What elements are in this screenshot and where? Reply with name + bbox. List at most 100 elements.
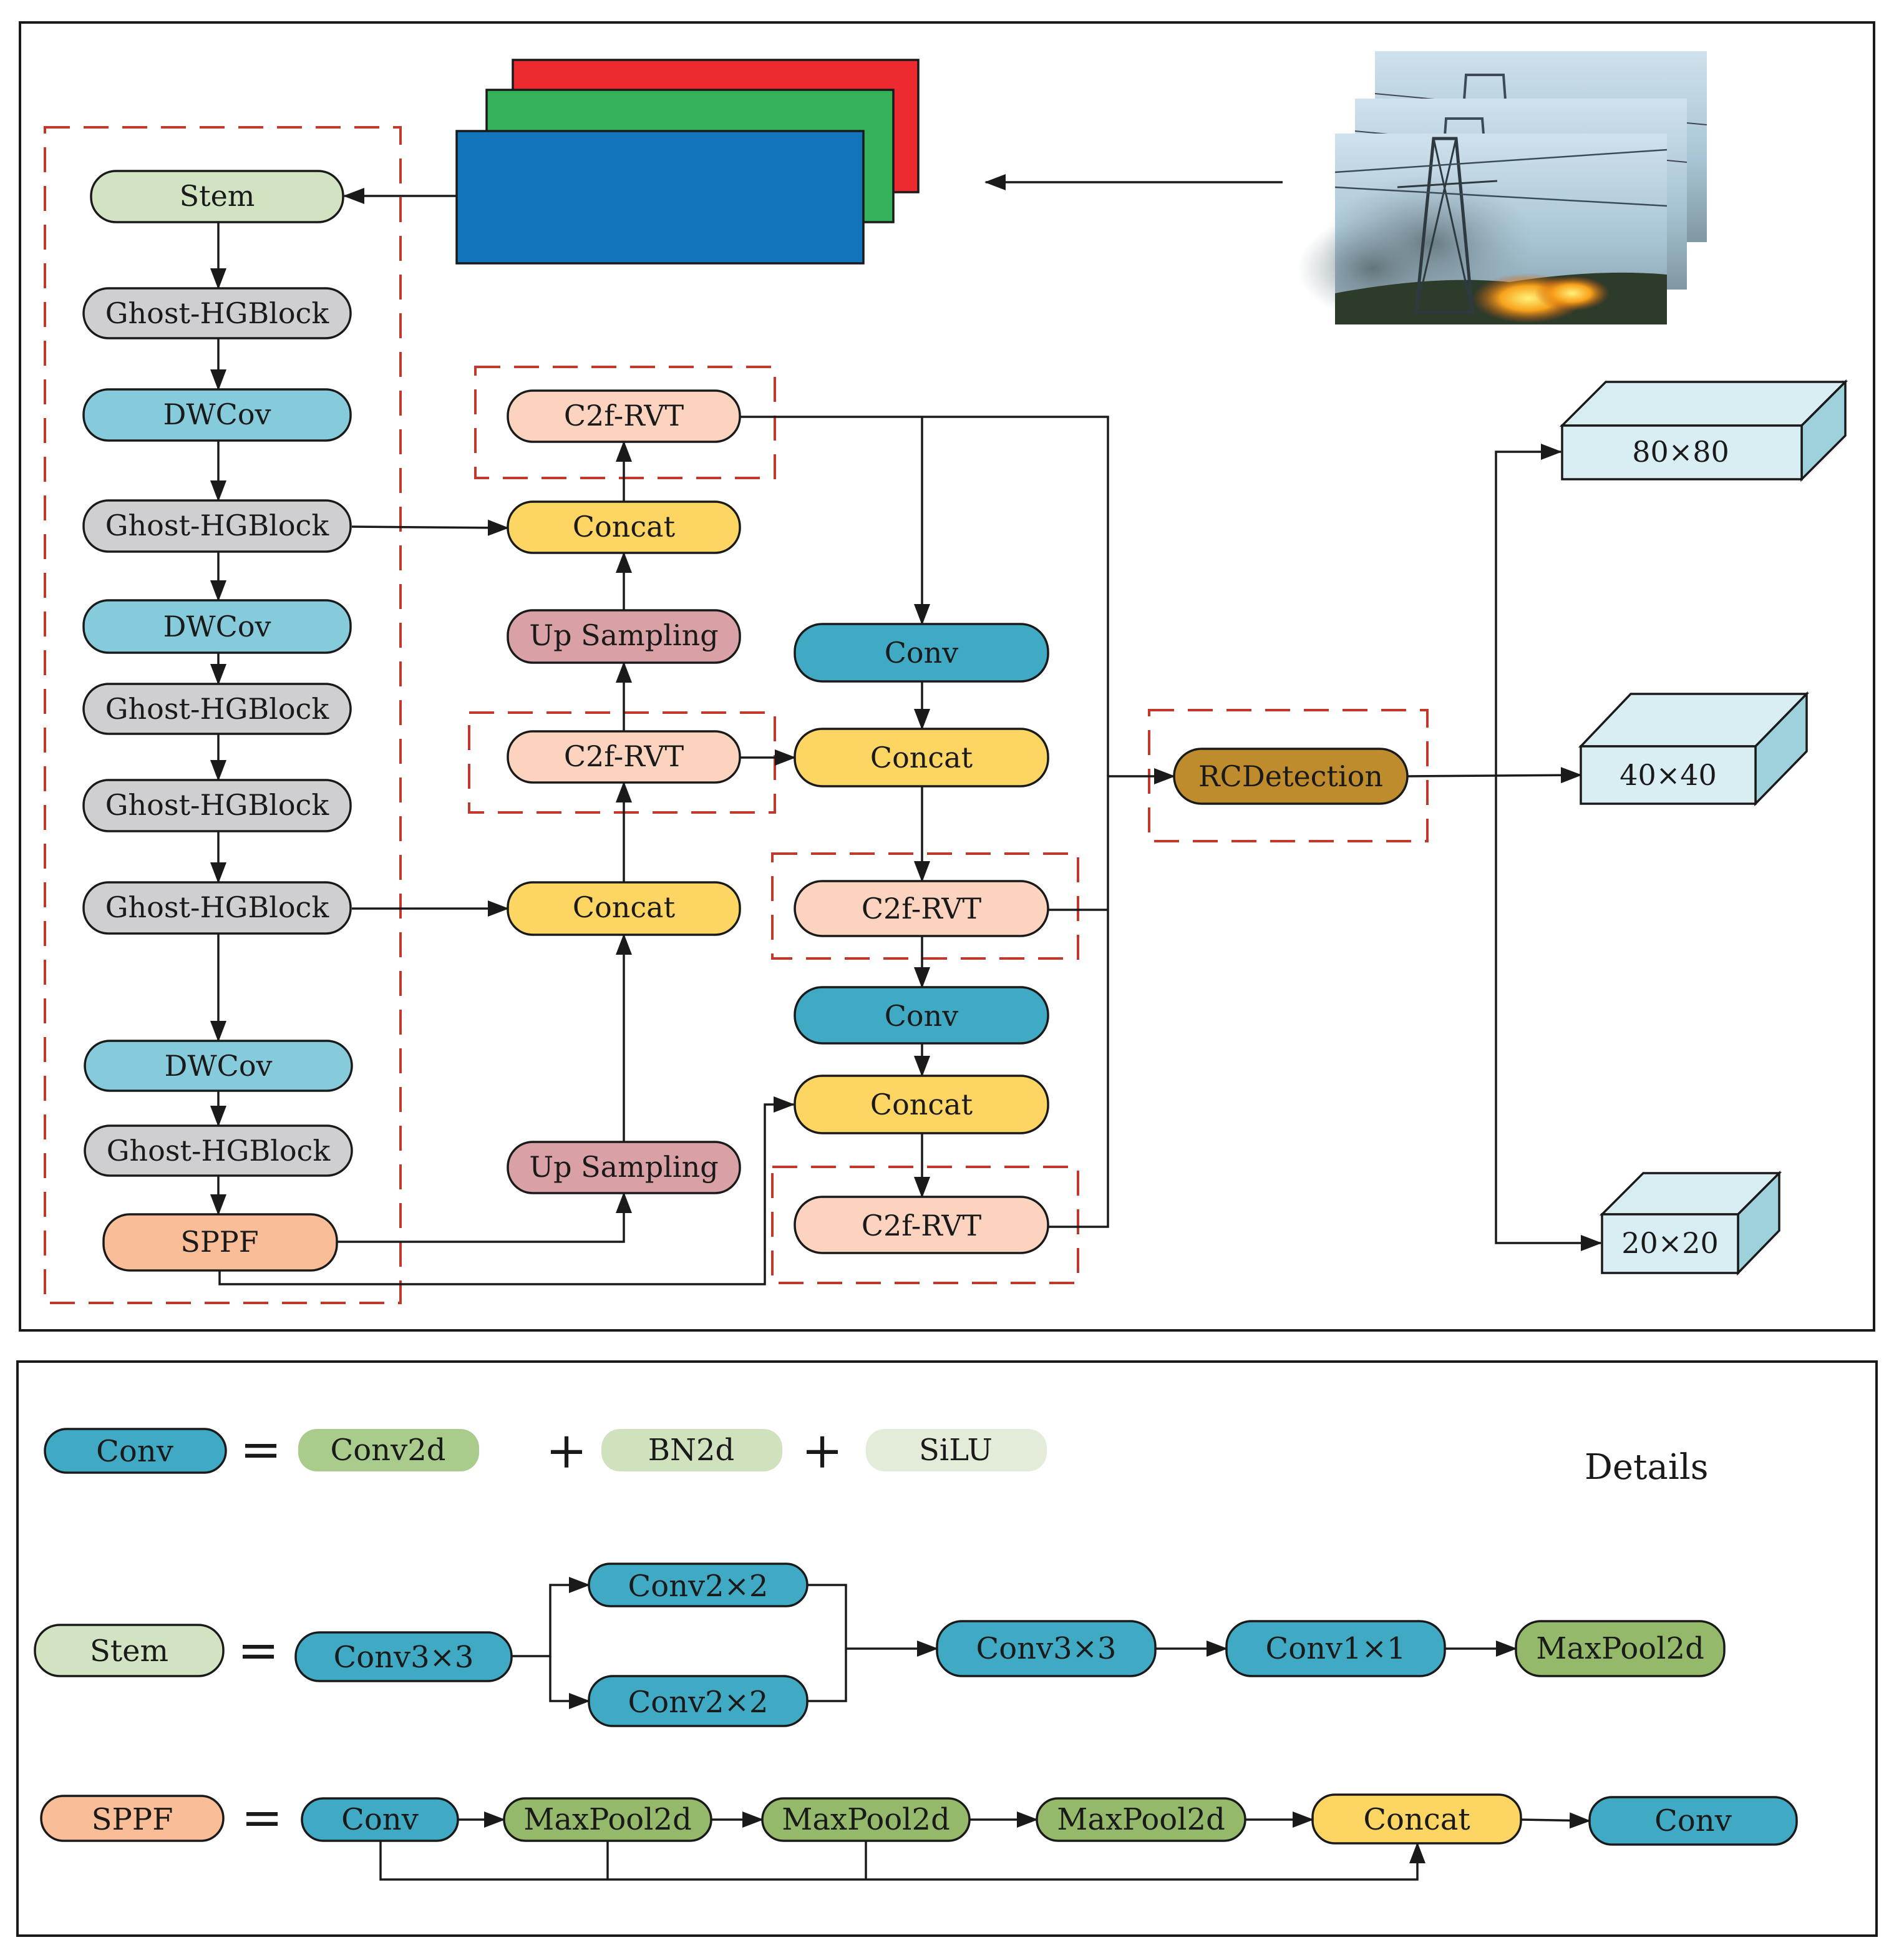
- concat-label: Concat: [573, 890, 676, 924]
- ghost-hgblock-label: Ghost-HGBlock: [105, 788, 330, 822]
- upsampling-label: Up Sampling: [529, 618, 718, 652]
- c2f-rvt-node-right-mid: C2f-RVT: [794, 880, 1049, 937]
- legend-panel: [16, 1360, 1878, 1937]
- concat-label: Concat: [1363, 1802, 1470, 1837]
- sppf-conv-node-a: Conv: [301, 1797, 459, 1842]
- ghost-hgblock-label: Ghost-HGBlock: [105, 509, 330, 542]
- conv-label: Conv: [1654, 1803, 1732, 1838]
- output-box-80: 80×80: [1559, 379, 1848, 482]
- output-80-label: 80×80: [1632, 435, 1729, 469]
- maxpool2d-label: MaxPool2d: [1536, 1631, 1704, 1666]
- ghost-hgblock-node-6: Ghost-HGBlock: [84, 1124, 353, 1177]
- conv2x2-label: Conv2×2: [628, 1569, 769, 1604]
- maxpool2d-label: MaxPool2d: [1057, 1802, 1225, 1837]
- ghost-hgblock-node-4: Ghost-HGBlock: [82, 779, 352, 832]
- concat-node-right-top: Concat: [794, 728, 1049, 787]
- legend-sppf: SPPF: [40, 1795, 225, 1842]
- dwcov-node-1: DWCov: [82, 388, 352, 442]
- conv-label: Conv: [341, 1802, 419, 1837]
- conv1x1-label: Conv1×1: [1266, 1631, 1406, 1666]
- upsampling-node-bottom: Up Sampling: [507, 1141, 741, 1194]
- dwcov-label: DWCov: [163, 610, 271, 643]
- conv-label: Conv: [885, 636, 959, 670]
- sppf-label: SPPF: [180, 1225, 258, 1259]
- feature-map-blue: [455, 130, 865, 265]
- output-20-label: 20×20: [1621, 1226, 1719, 1260]
- c2f-rvt-label: C2f-RVT: [862, 892, 982, 925]
- legend-conv-label: Conv: [96, 1434, 173, 1469]
- equals-sign: =: [241, 1788, 283, 1846]
- concat-label: Concat: [870, 1088, 973, 1121]
- details-label: Details: [1585, 1447, 1709, 1488]
- stem-row-edges: [512, 1577, 1517, 1709]
- concat-label: Concat: [573, 510, 676, 544]
- ghost-hgblock-label: Ghost-HGBlock: [105, 890, 330, 924]
- conv2x2-label: Conv2×2: [628, 1685, 769, 1720]
- plus-sign: +: [545, 1421, 587, 1480]
- input-photo-front: [1298, 134, 1668, 324]
- main-panel: [19, 21, 1875, 1332]
- conv3x3-label: Conv3×3: [334, 1640, 474, 1675]
- output-box-40: 40×40: [1578, 691, 1810, 807]
- rcdetection-node: RCDetection: [1173, 748, 1409, 805]
- sppf-node: SPPF: [102, 1213, 338, 1272]
- backbone-group: [44, 126, 402, 1304]
- dwcov-label: DWCov: [163, 397, 271, 431]
- c2f-group-right-bottom: [771, 1166, 1079, 1284]
- concat-node-right-bottom: Concat: [794, 1075, 1049, 1134]
- c2f-rvt-node-mid: C2f-RVT: [507, 730, 741, 784]
- c2f-group-top: [474, 366, 776, 479]
- ghost-hgblock-label: Ghost-HGBlock: [107, 1134, 331, 1168]
- dwcov-label: DWCov: [164, 1049, 272, 1083]
- maxpool2d-label: MaxPool2d: [782, 1802, 950, 1837]
- conv1x1-node: Conv1×1: [1225, 1620, 1446, 1677]
- legend-conv: Conv: [44, 1428, 227, 1474]
- equals-sign: =: [237, 1621, 279, 1679]
- conv2d-label: Conv2d: [331, 1433, 446, 1468]
- legend-conv2d: Conv2d: [298, 1429, 479, 1471]
- c2f-rvt-label: C2f-RVT: [564, 399, 684, 432]
- legend-bn2d: BN2d: [601, 1429, 782, 1471]
- bn2d-label: BN2d: [648, 1433, 735, 1468]
- legend-stem-label: Stem: [90, 1634, 168, 1669]
- dwcov-node-2: DWCov: [82, 599, 352, 654]
- upsampling-node-top: Up Sampling: [507, 609, 741, 664]
- conv3x3-node-b: Conv3×3: [936, 1620, 1157, 1677]
- c2f-group-right-mid: [771, 852, 1079, 960]
- ghost-hgblock-label: Ghost-HGBlock: [105, 692, 330, 726]
- rcdetection-label: RCDetection: [1198, 759, 1383, 793]
- concat-node-left-mid: Concat: [507, 881, 741, 936]
- output-box-20: 20×20: [1599, 1170, 1782, 1276]
- sppf-row-edges: [379, 1811, 1591, 1881]
- plus-sign: +: [801, 1421, 843, 1480]
- ghost-hgblock-node-5: Ghost-HGBlock: [82, 881, 352, 935]
- conv-node-right-top: Conv: [794, 623, 1049, 683]
- c2f-rvt-label: C2f-RVT: [862, 1209, 982, 1242]
- maxpool2d-node-stem: MaxPool2d: [1515, 1620, 1726, 1677]
- upsampling-label: Up Sampling: [529, 1150, 718, 1184]
- edges: [210, 174, 1602, 1285]
- silu-label: SiLU: [919, 1433, 993, 1468]
- output-40-label: 40×40: [1620, 758, 1717, 792]
- c2f-rvt-label: C2f-RVT: [564, 739, 684, 773]
- equals-sign: =: [240, 1420, 281, 1478]
- conv3x3-node-a: Conv3×3: [294, 1631, 513, 1682]
- sppf-maxpool-node-1: MaxPool2d: [503, 1797, 712, 1842]
- conv-node-right-mid: Conv: [794, 986, 1049, 1045]
- concat-node-left-top: Concat: [507, 500, 741, 554]
- conv2x2-node-bottom: Conv2×2: [588, 1675, 809, 1727]
- c2f-rvt-node-right-bottom: C2f-RVT: [794, 1196, 1049, 1254]
- maxpool2d-label: MaxPool2d: [523, 1802, 692, 1837]
- legend-silu: SiLU: [866, 1429, 1047, 1471]
- stem-node: Stem: [90, 170, 344, 223]
- c2f-rvt-node-top: C2f-RVT: [507, 389, 741, 443]
- legend-sppf-label: SPPF: [92, 1802, 173, 1837]
- ghost-hgblock-label: Ghost-HGBlock: [105, 296, 330, 330]
- concat-label: Concat: [870, 741, 973, 774]
- conv-label: Conv: [885, 999, 959, 1033]
- stem-label: Stem: [180, 179, 255, 213]
- conv3x3-label: Conv3×3: [976, 1631, 1117, 1666]
- legend-stem: Stem: [34, 1624, 225, 1677]
- sppf-concat-node: Concat: [1311, 1793, 1522, 1845]
